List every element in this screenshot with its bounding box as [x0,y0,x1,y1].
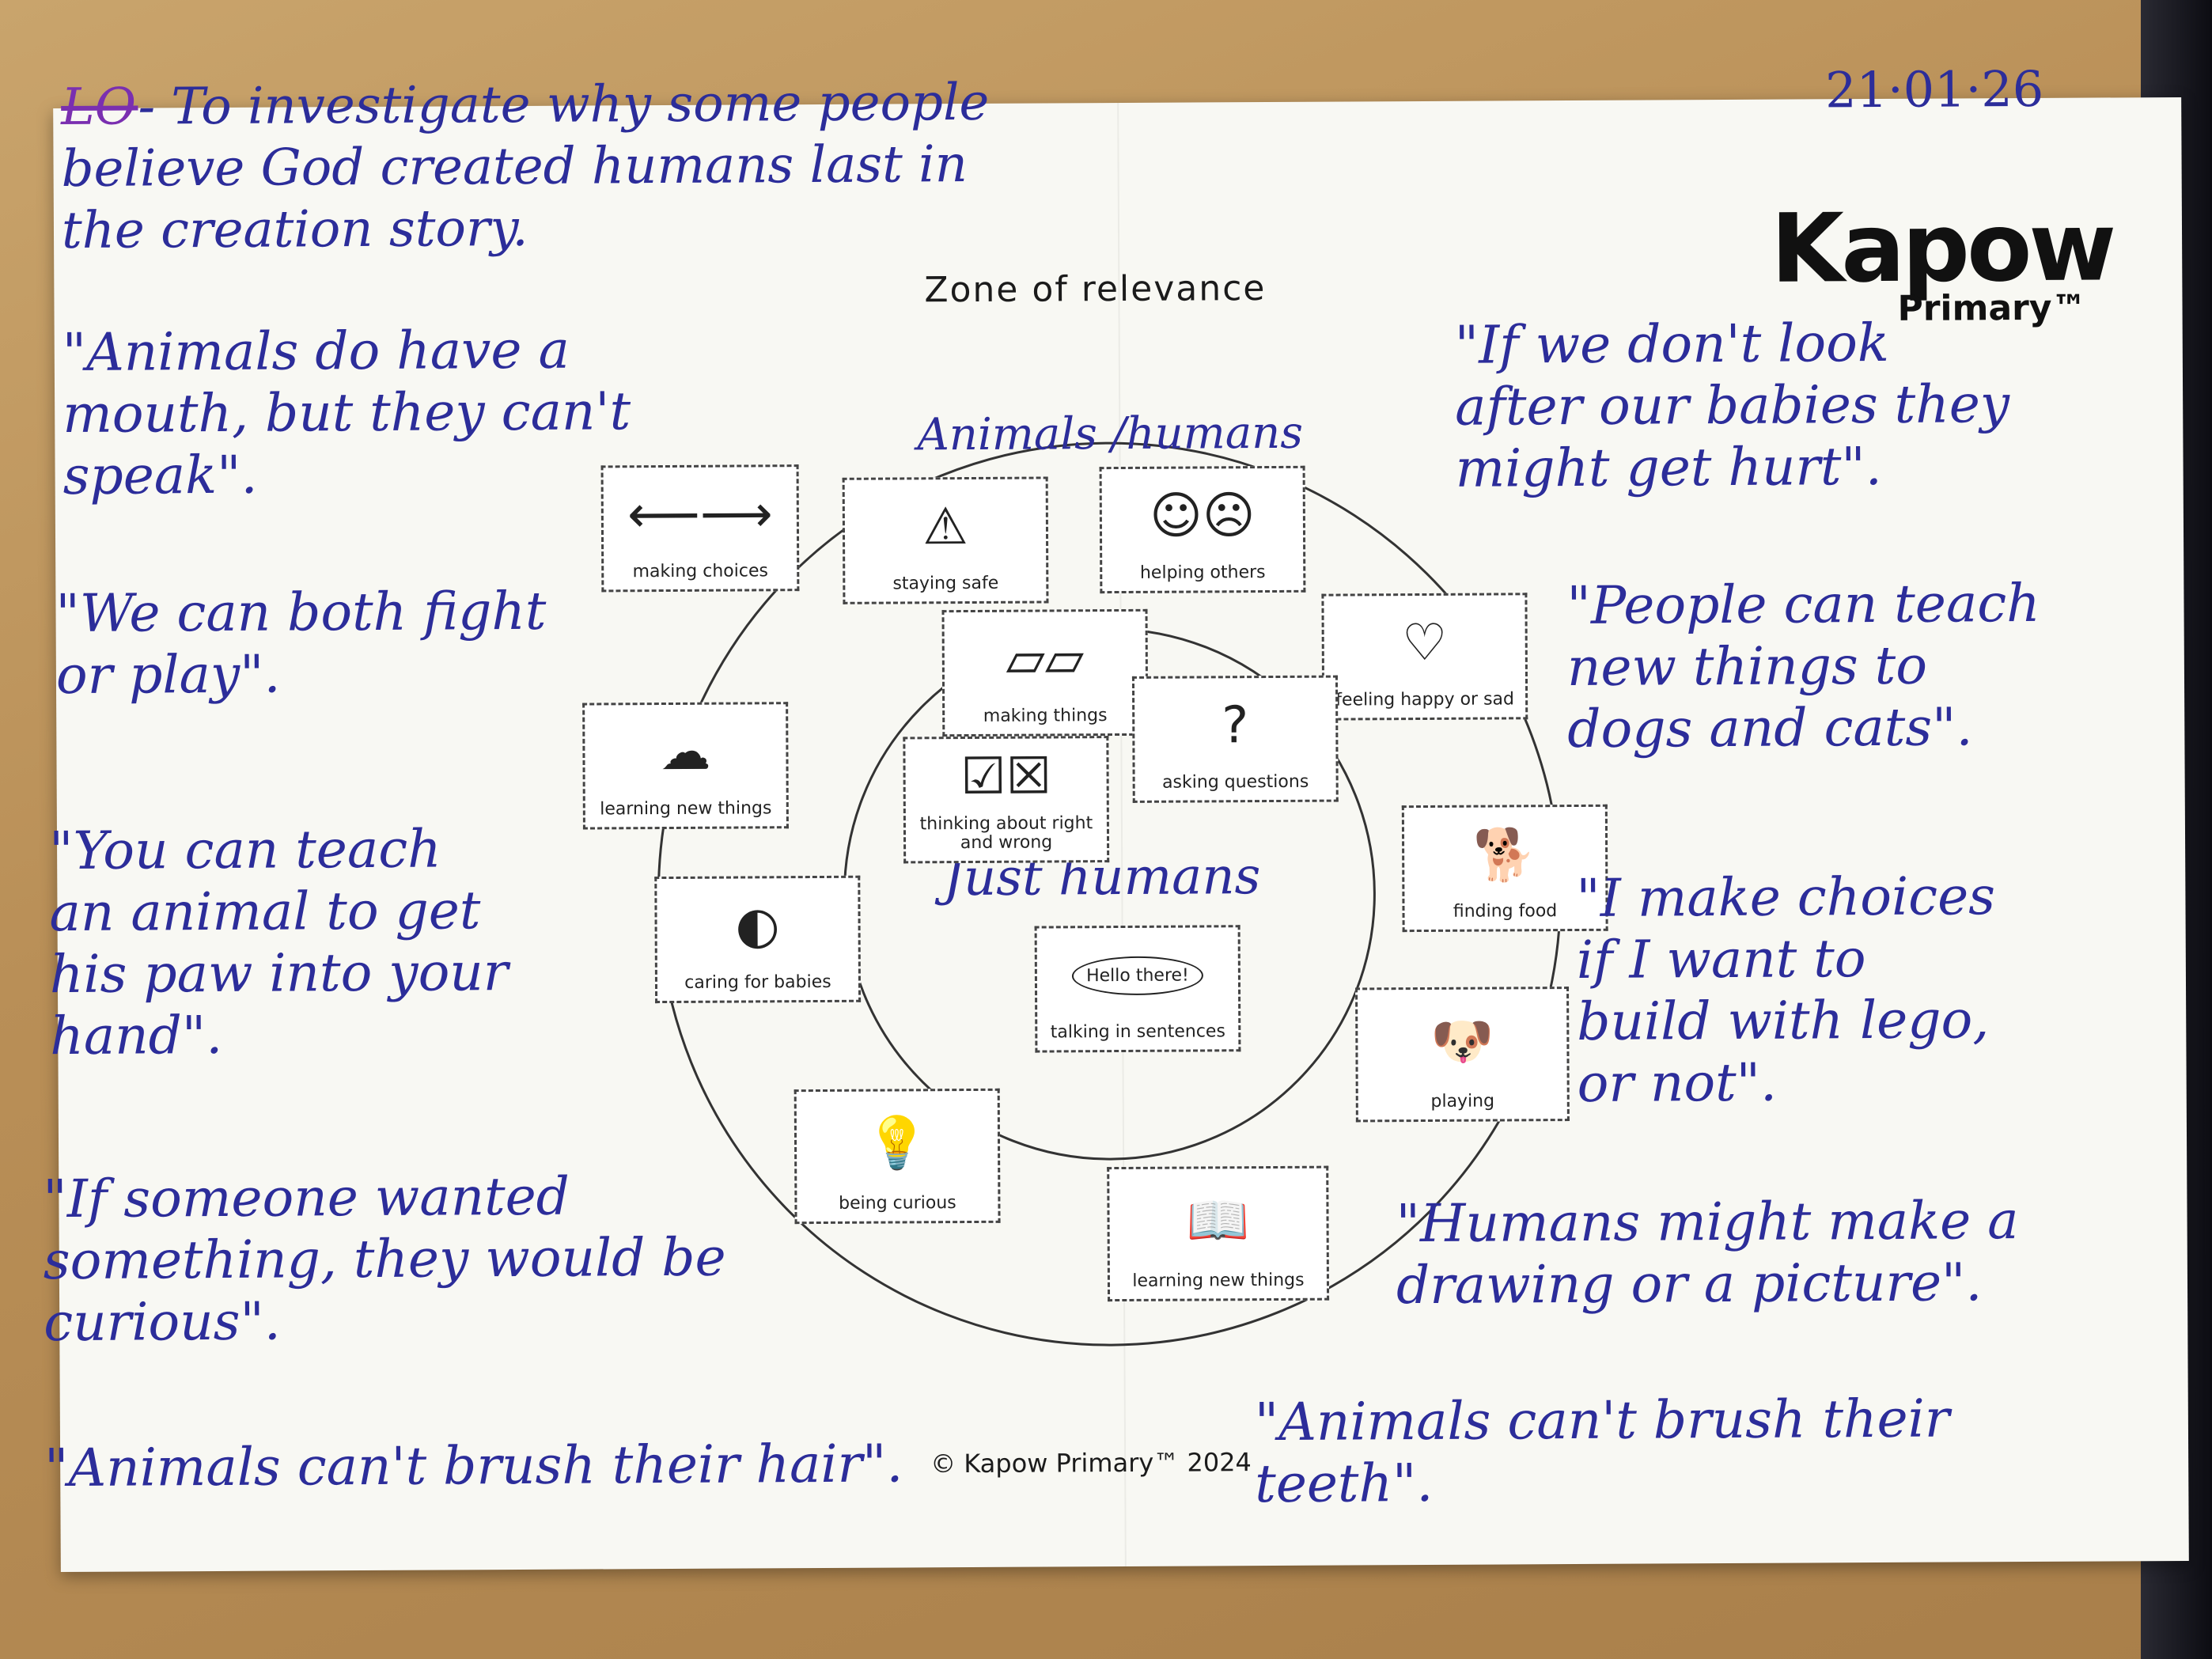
card-talking-in-sentences: Hello there! talking in sentences [1034,925,1241,1053]
tick-cross-icon: ☑☒ [960,747,1052,807]
quote-brush-teeth: "Animals can't brush their teeth". [1254,1388,1950,1515]
card-label: learning new things [1132,1270,1305,1291]
card-label: caring for babies [684,972,831,993]
card-learning-new-things-cloud: ☁ learning new things [582,702,789,830]
card-being-curious: 💡 being curious [794,1088,1001,1225]
card-label: talking in sentences [1050,1021,1225,1043]
card-playing: 🐶 playing [1355,987,1570,1123]
card-helping-others: ☺☹ helping others [1099,465,1306,594]
quote-teach-dogs-cats: "People can teach new things to dogs and… [1566,572,2040,760]
card-caring-for-babies: ◐ caring for babies [654,875,862,1004]
quote-animals-mouth: "Animals do have a mouth, but they can't… [62,319,631,506]
card-label: playing [1430,1091,1495,1112]
card-label: asking questions [1161,771,1309,793]
card-asking-questions: ? asking questions [1131,675,1339,803]
quote-teach-animal: "You can teach an animal to get his paw … [48,818,509,1067]
card-making-things: ▱▱ making things [941,608,1149,737]
card-label: making choices [632,561,769,582]
card-label: making things [983,706,1108,726]
faces-icon: ☺☹ [1149,487,1256,546]
card-thinking-right-wrong: ☑☒ thinking about right and wrong [903,736,1110,864]
playing-dog-icon: 🐶 [1430,1012,1494,1071]
card-label: helping others [1139,562,1266,583]
arrows-icon: ⟵⟶ [627,485,773,545]
card-label: staying safe [892,573,999,594]
card-label: thinking about right and wrong [919,813,1093,854]
copyright: © Kapow Primary™ 2024 [930,1447,1252,1479]
question-icon: ? [1222,696,1249,756]
card-label: finding food [1453,901,1558,922]
quote-drawing-picture: "Humans might make a drawing or a pictur… [1396,1190,2019,1316]
quote-fight-or-play: "We can both fight or play". [55,580,547,706]
thought-cloud-icon: ☁ [660,722,711,782]
speech-bubble-text: Hello there! [1071,955,1203,995]
warning-icon: ⚠ [922,498,968,557]
bricks-icon: ▱▱ [1006,630,1085,689]
heart-icon: ♡ [1401,613,1448,673]
speech-bubble-icon: Hello there! [1071,927,1203,1023]
quote-lego-choices: "I make choices if I want to build with … [1576,865,1996,1114]
card-staying-safe: ⚠ staying safe [842,476,1049,604]
card-label: learning new things [600,798,772,820]
card-label: being curious [839,1193,956,1214]
book-icon: 📖 [1186,1191,1250,1251]
card-label: feeling happy or sad [1335,689,1515,710]
lightbulb-icon: 💡 [865,1113,930,1173]
dog-bowl-icon: 🐕 [1473,825,1537,885]
quote-brush-hair: "Animals can't brush their hair". [44,1433,903,1499]
card-feeling-happy-or-sad: ♡ feeling happy or sad [1321,593,1528,721]
quote-curious: "If someone wanted something, they would… [43,1165,726,1354]
poster-sheet: LO- To investigate why some people belie… [43,60,2189,1573]
quote-look-after-babies: "If we don't look after our babies they … [1454,312,2010,499]
outer-ring-label: Animals /humans [917,407,1304,461]
baby-icon: ◐ [735,896,780,956]
card-learning-new-things-book: 📖 learning new things [1107,1165,1330,1302]
